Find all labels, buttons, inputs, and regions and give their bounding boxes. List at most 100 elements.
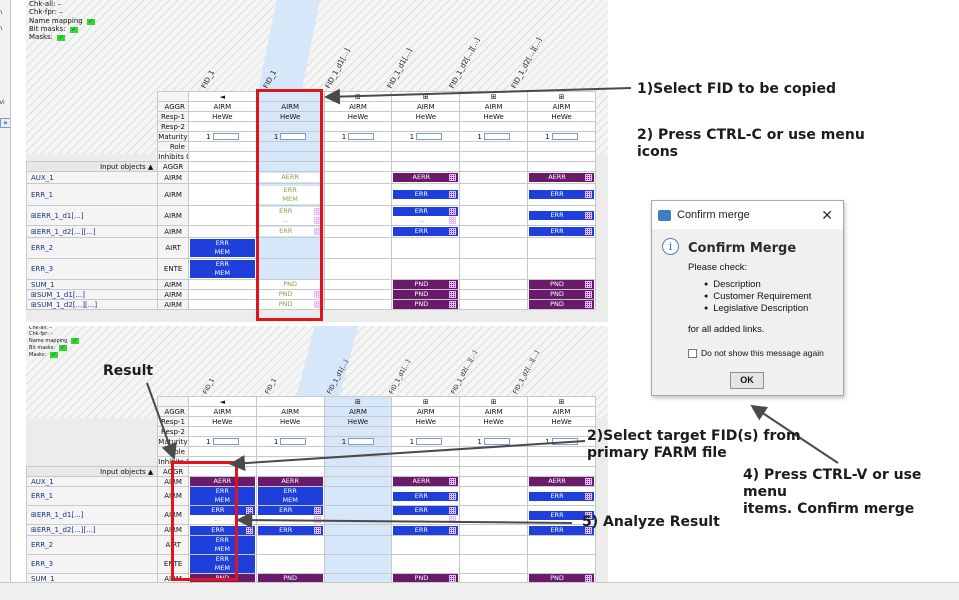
link-cell[interactable] xyxy=(527,554,596,574)
input-object-name[interactable]: ERR_2 xyxy=(26,535,159,555)
status-chip[interactable]: PND xyxy=(393,290,459,299)
link-cell[interactable] xyxy=(391,258,461,280)
status-chip[interactable]: AERR xyxy=(529,173,594,182)
link-cell[interactable] xyxy=(391,237,461,259)
status-chip[interactable]: ERR xyxy=(257,506,323,515)
input-object-name[interactable]: SUM_1 xyxy=(26,573,159,582)
status-chip[interactable]: ERR xyxy=(189,239,255,248)
input-object-name[interactable]: ERR_1 xyxy=(26,486,159,506)
link-cell[interactable]: ERR xyxy=(391,486,461,506)
status-chip[interactable]: ERR xyxy=(393,206,459,216)
status-chip[interactable]: ... xyxy=(393,515,459,524)
status-chip[interactable]: ERR xyxy=(529,491,594,501)
status-chip[interactable]: MEM xyxy=(189,545,255,554)
status-chip[interactable]: AERR xyxy=(257,477,323,486)
status-chip[interactable]: ERR xyxy=(189,506,255,515)
link-cell[interactable] xyxy=(459,237,529,259)
status-chip[interactable]: ERR xyxy=(393,227,459,236)
status-chip[interactable]: PND xyxy=(257,280,323,289)
link-cell[interactable]: PND xyxy=(527,573,596,582)
status-chip[interactable]: ERR xyxy=(529,227,594,236)
link-cell[interactable] xyxy=(527,258,596,280)
status-chip[interactable]: ... xyxy=(393,215,459,225)
link-cell[interactable]: ERR xyxy=(391,225,461,238)
status-chip[interactable]: ERR xyxy=(257,525,323,535)
input-object-name[interactable]: ⊞ERR_1_d2[...][...] xyxy=(26,225,159,238)
status-chip[interactable]: MEM xyxy=(189,564,255,573)
status-chip[interactable]: PND xyxy=(393,300,459,309)
link-cell[interactable]: ERR xyxy=(527,183,596,206)
link-cell[interactable] xyxy=(187,205,257,226)
status-chip[interactable]: ERR xyxy=(189,487,255,496)
status-chip[interactable]: ERR xyxy=(393,491,459,501)
link-cell[interactable]: ERR... xyxy=(255,205,325,226)
status-chip[interactable]: AERR xyxy=(529,477,594,486)
maturity-input[interactable] xyxy=(416,438,443,445)
input-object-name[interactable]: ⊞ERR_1_d2[...][...] xyxy=(26,524,159,536)
status-chip[interactable]: AERR xyxy=(393,173,459,182)
status-chip[interactable]: ERR xyxy=(393,506,459,515)
maturity-input[interactable] xyxy=(551,133,578,140)
status-chip[interactable]: MEM xyxy=(189,248,255,257)
link-cell[interactable]: ERR... xyxy=(391,205,461,226)
status-chip[interactable]: ERR xyxy=(189,555,255,564)
link-cell[interactable]: PND xyxy=(527,299,596,310)
maturity-input[interactable] xyxy=(483,133,510,140)
status-chip[interactable]: ERR xyxy=(393,190,459,199)
input-object-name[interactable]: ⊞ERR_1_d1[...] xyxy=(26,505,159,525)
maturity-input[interactable] xyxy=(348,133,375,140)
status-chip[interactable]: ERR xyxy=(257,206,323,216)
status-chip[interactable]: ERR xyxy=(189,525,255,535)
link-cell[interactable]: ERR xyxy=(255,524,325,536)
link-cell[interactable] xyxy=(323,205,393,226)
status-chip[interactable]: PND xyxy=(257,300,323,309)
input-object-name[interactable]: AUX_1 xyxy=(26,171,159,184)
status-chip[interactable]: PND xyxy=(529,574,594,582)
status-chip[interactable]: ERR xyxy=(189,260,255,269)
link-cell[interactable]: AERR xyxy=(527,171,596,184)
status-chip[interactable]: ERR xyxy=(257,185,323,195)
status-chip[interactable]: ERR xyxy=(529,211,594,220)
maturity-input[interactable] xyxy=(483,438,510,445)
status-chip[interactable]: MEM xyxy=(189,496,255,505)
status-chip[interactable]: ERR xyxy=(529,510,594,520)
maturity-input[interactable] xyxy=(348,438,375,445)
close-icon[interactable]: ✕ xyxy=(821,206,833,223)
maturity-input[interactable] xyxy=(280,438,307,445)
link-cell[interactable]: ERR xyxy=(391,183,461,206)
link-cell[interactable] xyxy=(187,225,257,238)
link-cell[interactable] xyxy=(323,486,393,506)
status-chip[interactable]: AERR xyxy=(189,477,255,486)
link-cell[interactable] xyxy=(255,535,325,555)
expand-button[interactable]: » xyxy=(0,118,10,128)
status-chip[interactable]: ERR xyxy=(529,190,594,199)
status-chip[interactable]: AERR xyxy=(257,173,323,182)
status-chip[interactable]: PND xyxy=(393,574,459,582)
link-cell[interactable]: ERR xyxy=(527,505,596,525)
link-cell[interactable] xyxy=(391,554,461,574)
link-cell[interactable] xyxy=(255,554,325,574)
maturity-input[interactable] xyxy=(416,133,443,140)
input-object-name[interactable]: ERR_1 xyxy=(26,183,159,206)
status-chip[interactable]: PND xyxy=(257,290,323,299)
status-chip[interactable]: ... xyxy=(257,215,323,225)
input-object-name[interactable]: ⊞ERR_1_d1[...] xyxy=(26,205,159,226)
status-chip[interactable]: ... xyxy=(257,515,323,524)
input-object-name[interactable]: ERR_3 xyxy=(26,554,159,574)
link-cell[interactable] xyxy=(459,258,529,280)
status-chip[interactable]: ERR xyxy=(257,227,323,236)
header-cell[interactable]: 1 xyxy=(391,436,461,447)
link-cell[interactable] xyxy=(323,237,393,259)
link-cell[interactable]: ERR... xyxy=(391,505,461,525)
ok-button[interactable]: OK xyxy=(730,372,764,389)
link-cell[interactable] xyxy=(459,505,529,525)
status-chip[interactable]: ERR xyxy=(257,487,323,496)
